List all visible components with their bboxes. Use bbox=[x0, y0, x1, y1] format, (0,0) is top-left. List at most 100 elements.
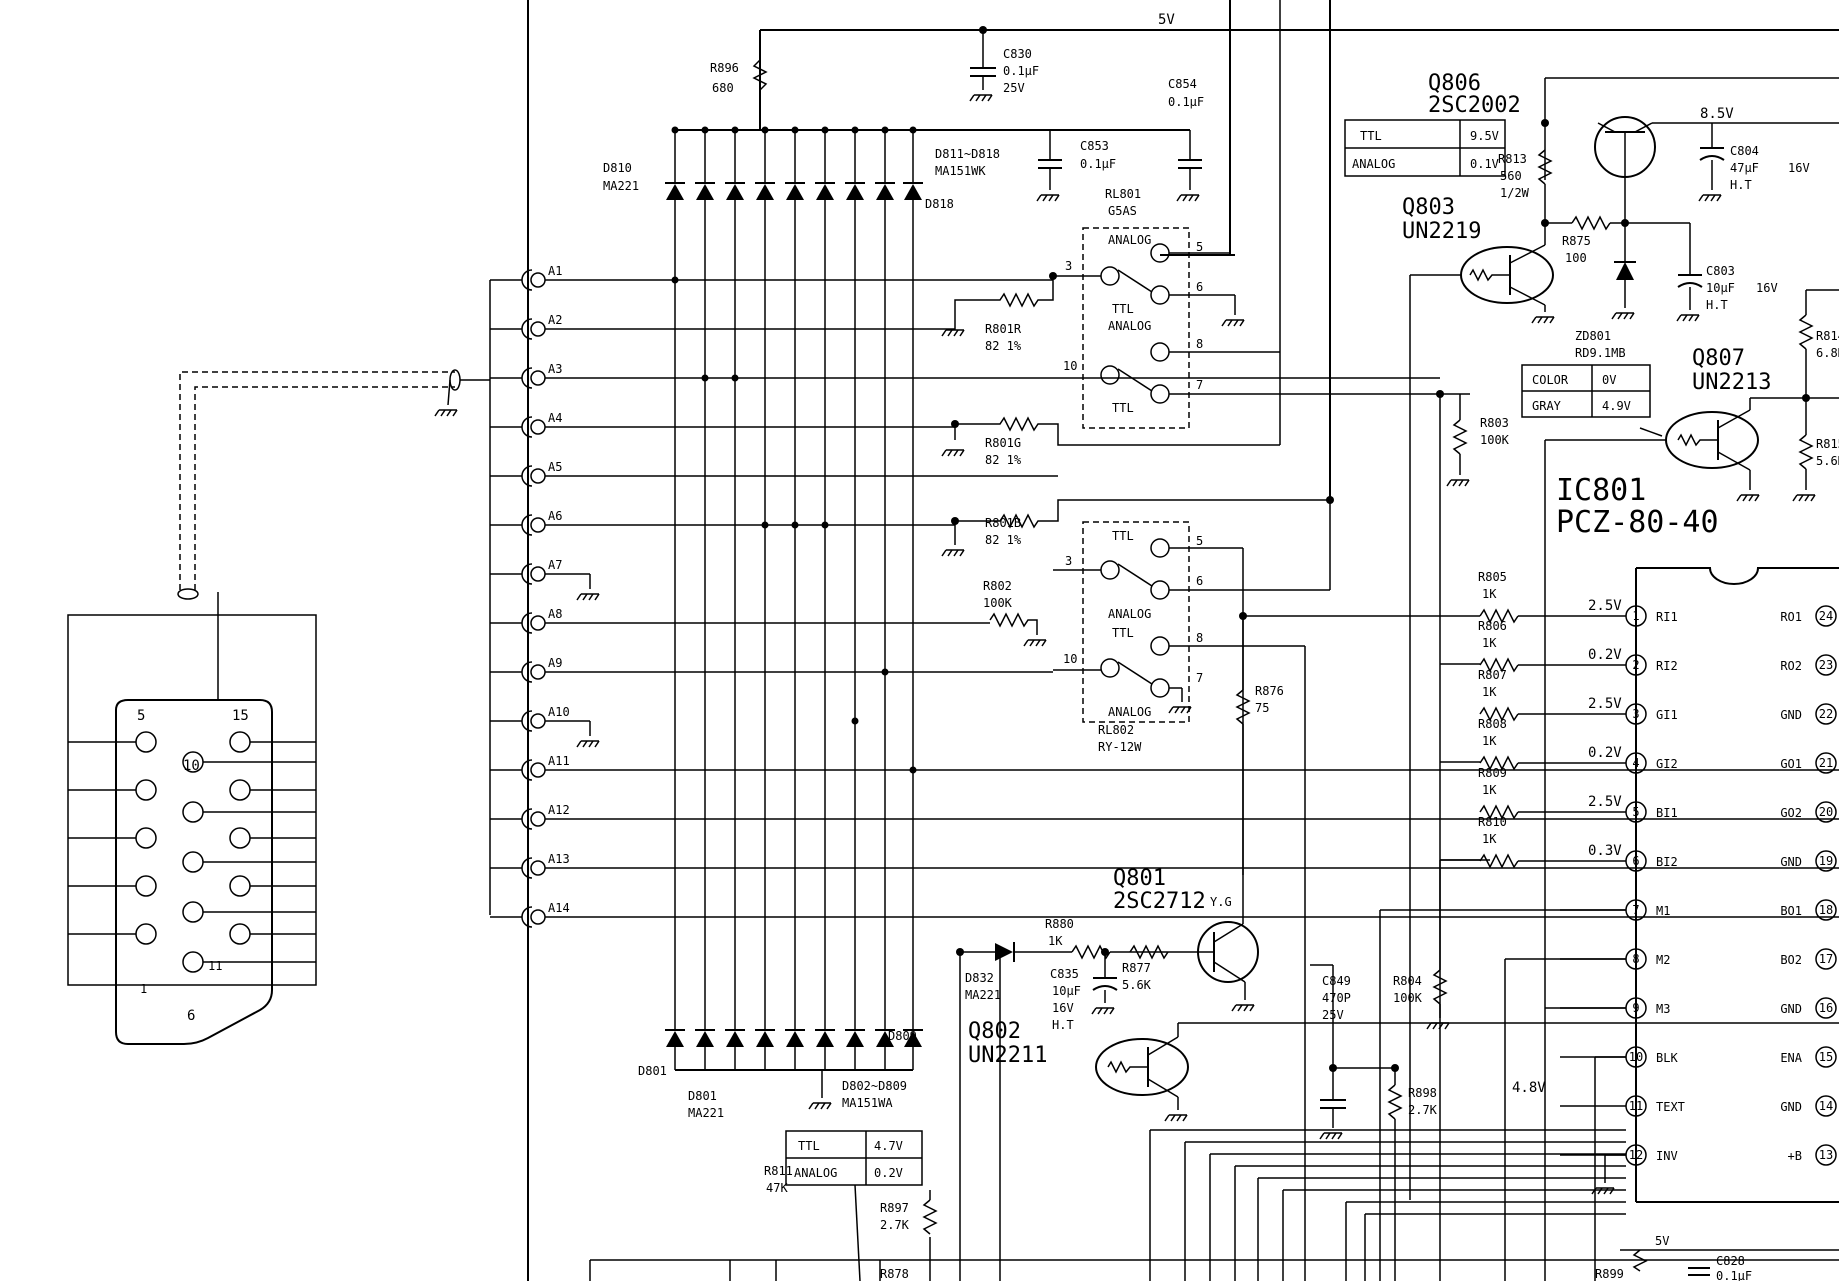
r897-ref: R897 bbox=[880, 1201, 909, 1215]
relay-rl802: TTL ANALOG TTL ANALOG 3 5 6 10 8 7 RL802… bbox=[1063, 521, 1203, 754]
diode bbox=[844, 1029, 866, 1048]
ic-pin-num: 17 bbox=[1819, 952, 1833, 966]
c830-ref: C830 bbox=[1003, 47, 1032, 61]
ic-pin-label: GI2 bbox=[1656, 757, 1678, 771]
r801b-ref: R801B bbox=[985, 516, 1021, 530]
terminal-label: A6 bbox=[548, 509, 562, 523]
r802-ref: R802 bbox=[983, 579, 1012, 593]
r898-value: 2.7K bbox=[1408, 1103, 1438, 1117]
pin-voltage: 2.5V bbox=[1588, 794, 1622, 810]
ic-pin-num: 10 bbox=[1629, 1050, 1643, 1064]
r880-value: 1K bbox=[1048, 934, 1063, 948]
ic-pin-label: GND bbox=[1780, 855, 1802, 869]
ic-pin-num: 20 bbox=[1819, 805, 1833, 819]
conn-pin bbox=[229, 923, 251, 945]
q806-part: 2SC2002 bbox=[1428, 93, 1521, 118]
rl802-pin-3: 3 bbox=[1065, 554, 1072, 568]
d811-ref: D811~D818 bbox=[935, 147, 1000, 161]
ic801-ref: IC801 bbox=[1556, 473, 1646, 508]
terminal-label: A14 bbox=[548, 901, 570, 915]
q806-table-mode-1: TTL bbox=[1360, 129, 1382, 143]
conn-pin bbox=[135, 779, 157, 801]
ic-pin-label: M2 bbox=[1656, 953, 1670, 967]
r877-ref: R877 bbox=[1122, 961, 1151, 975]
q801-part: 2SC2712 bbox=[1113, 889, 1206, 914]
c854-value: 0.1µF bbox=[1168, 95, 1204, 109]
ic-pin-label: GO2 bbox=[1780, 806, 1802, 820]
rl802-lbl-ttl1: TTL bbox=[1112, 529, 1134, 543]
d809-ref: D809 bbox=[888, 1029, 917, 1043]
diode bbox=[844, 182, 866, 201]
r897-value: 2.7K bbox=[880, 1218, 910, 1232]
d810-part: MA221 bbox=[603, 179, 639, 193]
d810-ref: D810 bbox=[603, 161, 632, 175]
c804-ref: C804 bbox=[1730, 144, 1759, 158]
rl801-pin-10: 10 bbox=[1063, 359, 1077, 373]
r896-value: 680 bbox=[712, 81, 734, 95]
terminal-a9 bbox=[530, 664, 546, 680]
ic-pin-label: INV bbox=[1656, 1149, 1678, 1163]
ic-pin-num: 19 bbox=[1819, 854, 1833, 868]
r804-ref: R804 bbox=[1393, 974, 1422, 988]
conn-pin bbox=[135, 923, 157, 945]
r896-ref: R896 bbox=[710, 61, 739, 75]
c835-type: H.T bbox=[1052, 1018, 1074, 1032]
resistor-value: 1K bbox=[1482, 587, 1497, 601]
resistor-ref: R807 bbox=[1478, 668, 1507, 682]
r813-value: 560 bbox=[1500, 169, 1522, 183]
conn-pin-1-label: 1 bbox=[140, 982, 147, 996]
ic-pin-label: GND bbox=[1780, 708, 1802, 722]
terminal-label: A4 bbox=[548, 411, 562, 425]
q807-table-mode-2: GRAY bbox=[1532, 399, 1562, 413]
q802-table-val-1: 4.7V bbox=[874, 1139, 903, 1153]
conn-pin bbox=[229, 779, 251, 801]
rl802-pin-7: 7 bbox=[1196, 671, 1203, 685]
q806-table-val-1: 9.5V bbox=[1470, 129, 1499, 143]
r802-value: 100K bbox=[983, 596, 1013, 610]
r815-value: 5.6K bbox=[1816, 454, 1839, 468]
q803-part: UN2219 bbox=[1402, 219, 1481, 244]
q806-table-val-2: 0.1V bbox=[1470, 157, 1499, 171]
ic-pin-label: GO1 bbox=[1780, 757, 1802, 771]
ic-pin-num: 16 bbox=[1819, 1001, 1833, 1015]
terminal-label: A5 bbox=[548, 460, 562, 474]
resistor-value: 1K bbox=[1482, 636, 1497, 650]
r876-value: 75 bbox=[1255, 701, 1269, 715]
vga-connector: 5 10 15 1 6 11 bbox=[67, 369, 490, 1045]
conn-pin bbox=[182, 951, 204, 973]
c835-voltage: 16V bbox=[1052, 1001, 1074, 1015]
conn-pin bbox=[182, 901, 204, 923]
diode bbox=[784, 1029, 806, 1048]
q801-grade: Y.G bbox=[1210, 895, 1232, 909]
terminal-label: A3 bbox=[548, 362, 562, 376]
conn-pin-6-label: 6 bbox=[187, 1008, 195, 1024]
r811-value: 47K bbox=[766, 1181, 788, 1195]
q802-table-mode-2: ANALOG bbox=[794, 1166, 837, 1180]
rl802-ref: RL802 bbox=[1098, 723, 1134, 737]
terminal-a5 bbox=[530, 468, 546, 484]
diode bbox=[784, 182, 806, 201]
supply-85v-label: 8.5V bbox=[1700, 106, 1734, 122]
c830-voltage: 25V bbox=[1003, 81, 1025, 95]
ic-pin-label: ENA bbox=[1780, 1051, 1802, 1065]
terminal-a2 bbox=[530, 321, 546, 337]
terminal-label: A10 bbox=[548, 705, 570, 719]
ic-pin-label: BLK bbox=[1656, 1051, 1678, 1065]
ic-pin-label: TEXT bbox=[1656, 1100, 1685, 1114]
ic-pin-label: BI2 bbox=[1656, 855, 1678, 869]
rl801-lbl-ttl2: TTL bbox=[1112, 401, 1134, 415]
diode bbox=[814, 1029, 836, 1048]
conn-pin-5-label: 5 bbox=[137, 708, 145, 724]
rl802-pin-5: 5 bbox=[1196, 534, 1203, 548]
pin-voltage: 2.5V bbox=[1588, 598, 1622, 614]
r899-ref: R899 bbox=[1595, 1267, 1624, 1281]
diode bbox=[694, 182, 716, 201]
ic-pin-label: M1 bbox=[1656, 904, 1670, 918]
terminal-a12 bbox=[530, 811, 546, 827]
r813-power: 1/2W bbox=[1500, 186, 1530, 200]
conn-pin bbox=[229, 827, 251, 849]
c828-value: 0.1µF bbox=[1716, 1269, 1752, 1281]
conn-pin bbox=[182, 801, 204, 823]
